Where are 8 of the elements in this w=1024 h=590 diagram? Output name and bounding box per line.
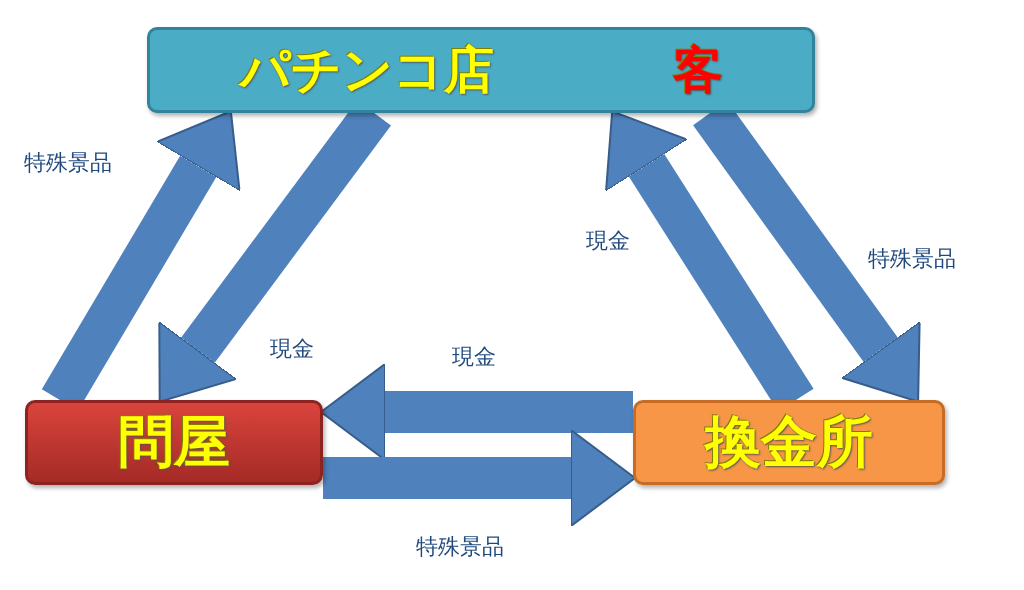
box-label: パチンコ店 <box>239 39 494 101</box>
box-label: 客 <box>672 39 723 101</box>
box-label: 換金所 <box>705 407 873 476</box>
box-label: 問屋 <box>118 407 230 476</box>
rounded-box <box>147 27 815 113</box>
rounded-box <box>25 400 323 485</box>
block-arrow <box>323 429 636 528</box>
rounded-box <box>633 400 945 485</box>
